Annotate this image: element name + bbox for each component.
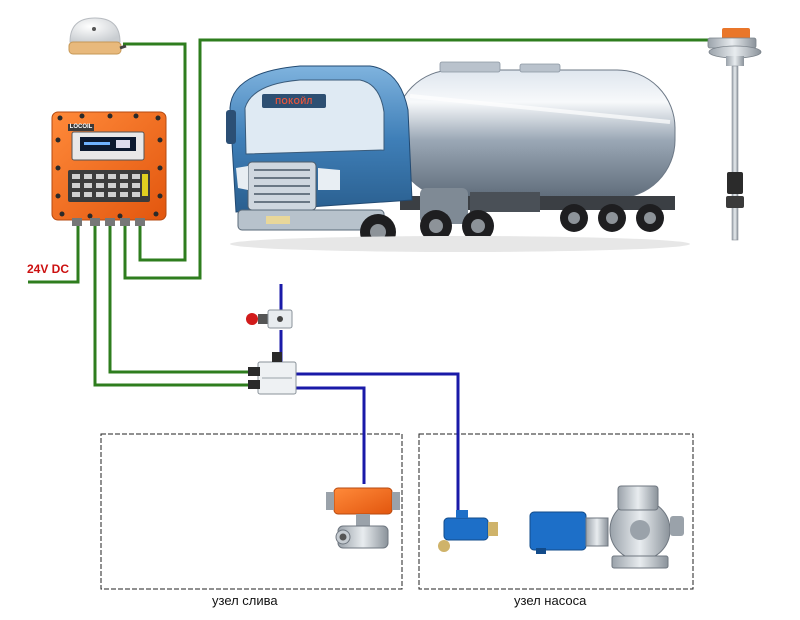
pump-zone-label: узел насоса	[514, 593, 587, 608]
truck-badge: ПОКОЙЛ	[275, 97, 313, 106]
signal-wires	[28, 38, 708, 387]
solenoid-wire-1	[108, 222, 256, 374]
controller-icon	[51, 111, 167, 226]
solenoid-wire-2	[93, 222, 256, 387]
emergency-stop-valve-icon	[246, 309, 293, 329]
drain-zone-label: узел слива	[212, 593, 278, 608]
pneumatic-cylinder-icon	[438, 510, 498, 552]
air-line-to-drain-valve	[296, 386, 366, 484]
antenna-wire	[123, 42, 187, 262]
power-label: 24V DC	[27, 262, 70, 276]
air-lines	[279, 284, 460, 512]
solenoid-valve-block-icon	[248, 352, 297, 395]
gps-antenna-icon	[68, 17, 127, 55]
pump-icon	[529, 485, 684, 569]
air-line-to-pump-cylinder	[296, 372, 460, 512]
pump-zone-box	[418, 433, 694, 590]
level-sensor-icon	[707, 28, 762, 241]
tanker-truck-icon	[226, 61, 690, 252]
power-wire	[28, 222, 80, 284]
drain-zone-box	[100, 433, 403, 590]
ball-valve-icon	[326, 487, 400, 549]
controller-brand: LOCOIL	[68, 124, 94, 131]
sensor-wire	[123, 38, 708, 280]
